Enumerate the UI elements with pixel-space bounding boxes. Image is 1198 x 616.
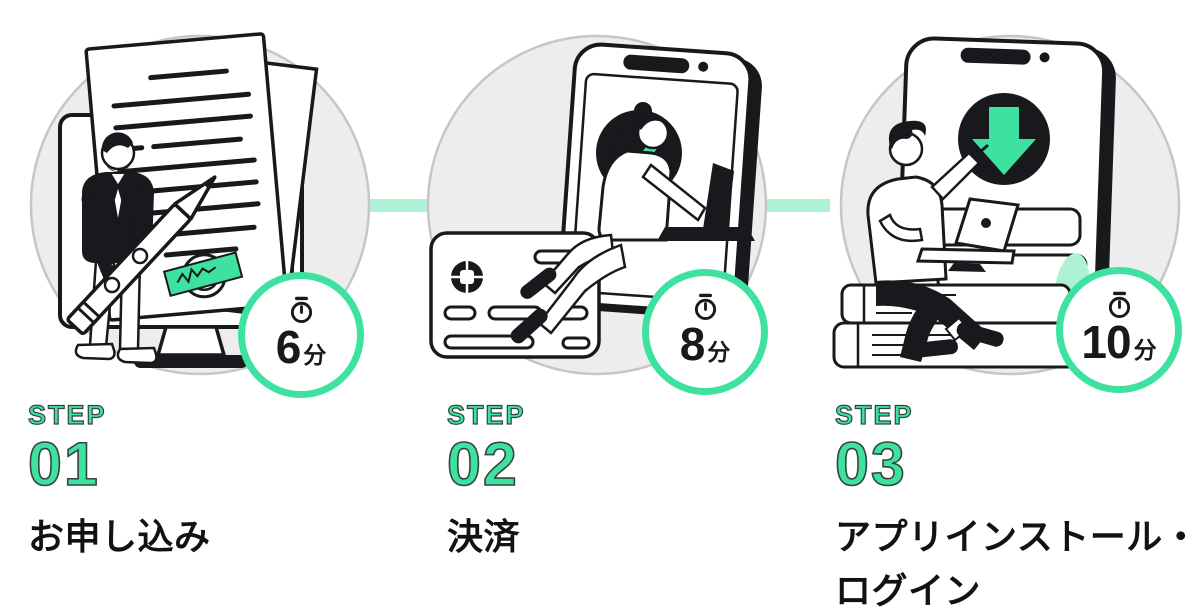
laptop-base xyxy=(657,227,755,241)
sneaker xyxy=(520,267,557,299)
stopwatch-icon xyxy=(694,293,716,320)
step-label: STEP xyxy=(446,400,526,430)
step-1-text-block: STEP 01 お申し込み xyxy=(27,400,358,564)
step-label: STEP xyxy=(834,400,914,430)
laptop-screen xyxy=(703,163,734,237)
timer-badge-step-2: 8 分 xyxy=(642,269,768,395)
step-title: 決済 xyxy=(447,516,521,557)
download-badge xyxy=(958,93,1050,185)
stopwatch-icon xyxy=(1108,291,1130,318)
step-connector-2 xyxy=(763,199,830,212)
step-2-text-block: STEP 02 決済 xyxy=(446,400,777,564)
step-number: 02 xyxy=(446,430,519,498)
person-installing xyxy=(866,120,1020,362)
duration-unit: 分 xyxy=(303,341,327,368)
step-number: 03 xyxy=(834,430,907,498)
stopwatch-icon xyxy=(290,296,312,323)
download-arrow-icon xyxy=(972,107,1036,175)
illustration-step-1-application xyxy=(29,32,371,376)
step-label: STEP xyxy=(27,400,107,430)
tie xyxy=(113,183,123,223)
sneaker xyxy=(510,308,548,344)
step-number: 01 xyxy=(27,430,100,498)
step-title: お申し込み xyxy=(28,516,211,557)
step-connector-1 xyxy=(366,199,432,212)
sneaker xyxy=(909,339,958,358)
sneaker xyxy=(956,322,1004,347)
phone-notch xyxy=(960,47,1031,65)
signature-tape xyxy=(162,251,244,298)
duration-unit: 分 xyxy=(1133,336,1157,363)
hair xyxy=(101,132,133,153)
giant-pencil xyxy=(66,175,217,336)
phone-camera xyxy=(1039,52,1050,63)
laptop-base xyxy=(915,247,1016,265)
hair xyxy=(888,120,926,149)
duration-value: 10 xyxy=(1081,315,1131,368)
timer-badge-step-3: 10 分 xyxy=(1056,267,1182,393)
phone-notch xyxy=(623,54,690,74)
hair-bun xyxy=(634,102,652,120)
illustration-step-3-install xyxy=(832,34,1181,376)
person-paying xyxy=(510,102,755,344)
hand xyxy=(103,276,121,294)
step-3-text-block: STEP 03 アプリインストール・ログイン xyxy=(834,400,1198,616)
duration-unit: 分 xyxy=(707,338,731,365)
duration-value: 6 xyxy=(275,320,302,373)
illustration-step-2-payment xyxy=(426,34,768,376)
pointing-finger xyxy=(973,144,989,158)
step-title: アプリインストール・ログイン xyxy=(835,516,1198,611)
hand xyxy=(131,247,149,265)
timer-badge-step-1: 6 分 xyxy=(238,272,364,398)
phone-camera xyxy=(698,61,709,72)
duration-value: 8 xyxy=(679,317,706,370)
